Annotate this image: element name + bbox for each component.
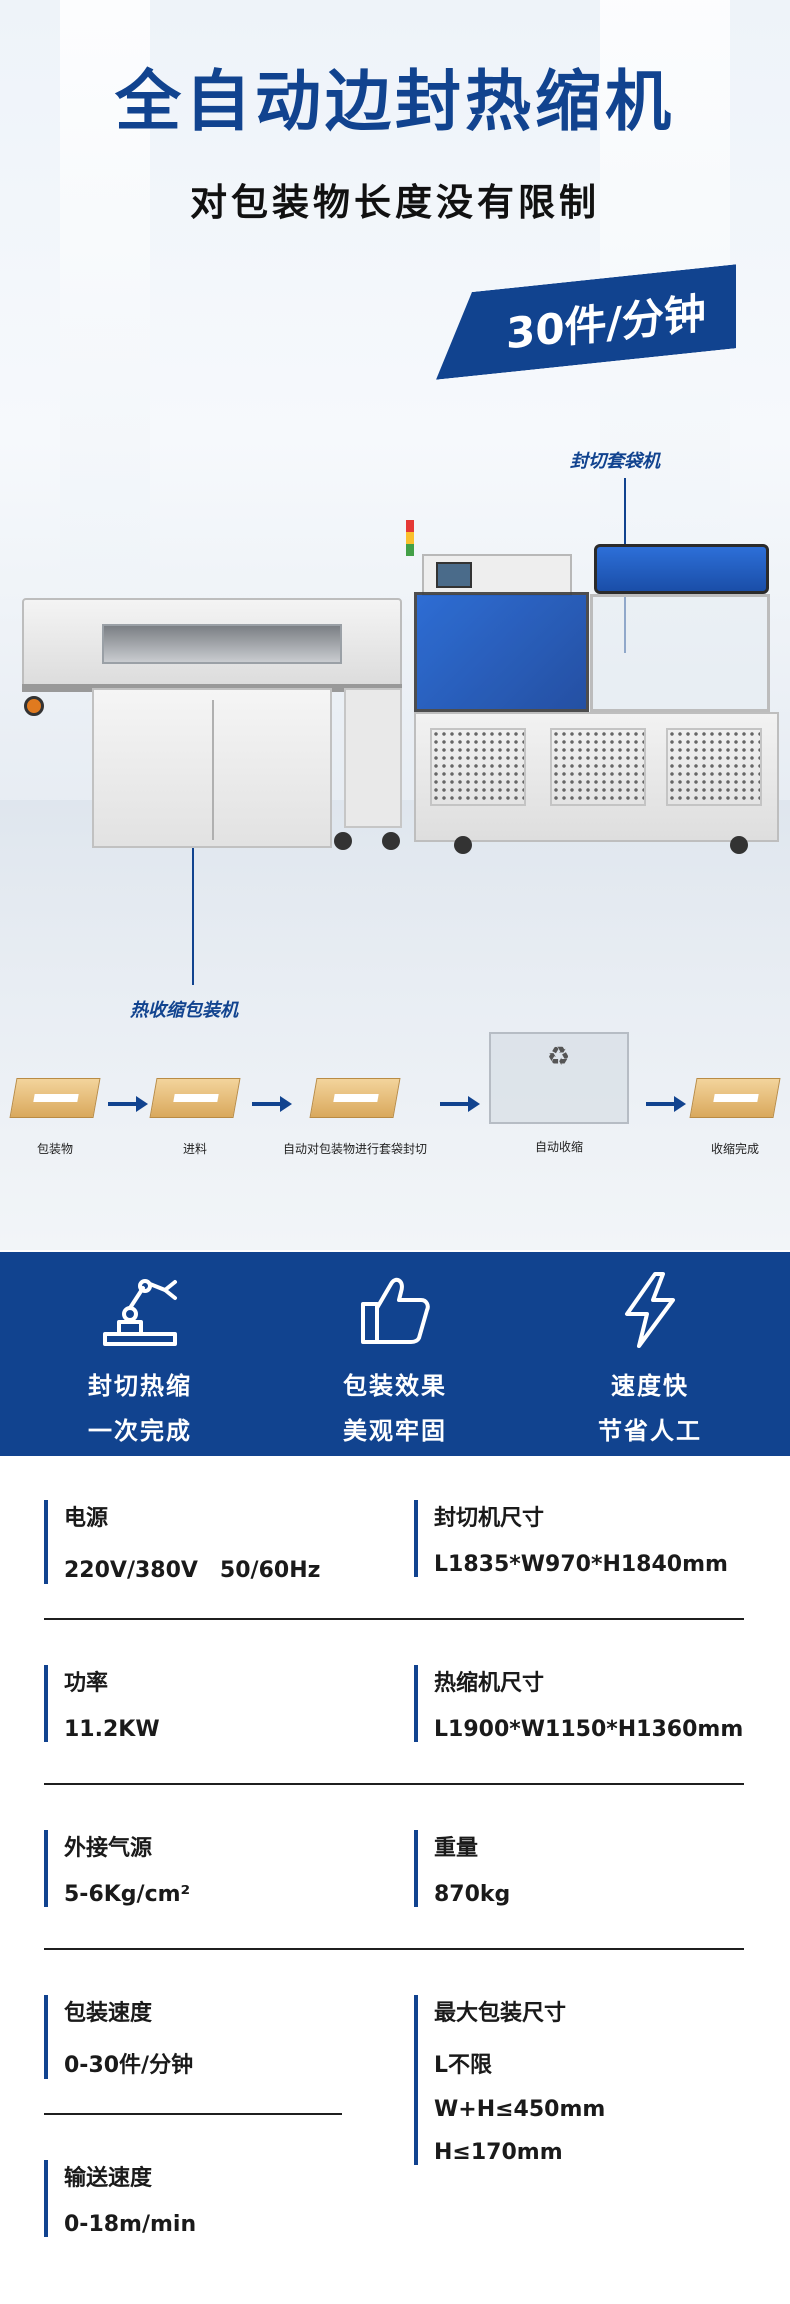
process-step: 收缩完成 bbox=[689, 1070, 781, 1157]
arrow-right-icon bbox=[440, 1096, 480, 1112]
vent-grille bbox=[430, 728, 526, 806]
sealer-machine-image bbox=[406, 520, 779, 854]
process-step: 包装物 bbox=[9, 1070, 101, 1157]
shrink-tunnel-machine-image bbox=[22, 598, 402, 850]
carton-box-icon bbox=[149, 1078, 241, 1118]
caster-wheel bbox=[730, 836, 748, 854]
spec-value-line: W+H≤450mm bbox=[434, 2097, 606, 2122]
spec-key: 输送速度 bbox=[64, 2166, 153, 2191]
film-roll-unit bbox=[594, 544, 769, 594]
arrow-right-icon bbox=[252, 1096, 292, 1112]
spec-convey-speed: 输送速度 0-18m/min bbox=[44, 2160, 196, 2237]
process-flow: 包装物 进料 自动对包装物进行套袋封切 ♻ 自动收缩 收缩完成 bbox=[0, 1032, 790, 1210]
caster-wheel bbox=[334, 832, 352, 850]
process-step-label: 包装物 bbox=[36, 1142, 73, 1156]
shrink-side-cabinet bbox=[344, 688, 402, 828]
feature-item: 封切热缩 一次完成 bbox=[30, 1270, 250, 1446]
caster-wheel bbox=[454, 836, 472, 854]
spec-key: 重量 bbox=[434, 1836, 479, 1861]
recycle-icon: ♻ bbox=[547, 1042, 571, 1072]
divider bbox=[44, 2113, 342, 2115]
divider bbox=[44, 1783, 744, 1785]
arrow-right-icon bbox=[108, 1096, 148, 1112]
vent-grille bbox=[550, 728, 646, 806]
carton-box-icon bbox=[309, 1078, 401, 1118]
spec-max-size: 最大包装尺寸 L不限 W+H≤450mm H≤170mm bbox=[414, 1995, 605, 2165]
feature-subtitle: 节省人工 bbox=[598, 1417, 702, 1445]
spec-key: 最大包装尺寸 bbox=[434, 2001, 567, 2026]
background-window bbox=[60, 0, 150, 640]
spec-key: 功率 bbox=[64, 1671, 109, 1696]
feature-item: 速度快 节省人工 bbox=[540, 1270, 760, 1446]
spec-key: 热缩机尺寸 bbox=[434, 1671, 545, 1696]
feature-title: 速度快 bbox=[611, 1372, 689, 1400]
spec-value: L1835*W970*H1840mm bbox=[434, 1552, 728, 1577]
spec-value-line: H≤170mm bbox=[434, 2140, 563, 2165]
callout-shrink: 热收缩包装机 bbox=[130, 1000, 238, 1021]
speed-badge-text: 30件/分钟 bbox=[506, 287, 706, 358]
cabinet-door-line bbox=[212, 700, 214, 840]
spec-value: 11.2KW bbox=[64, 1717, 160, 1742]
feature-subtitle: 美观牢固 bbox=[343, 1417, 447, 1445]
spec-key: 外接气源 bbox=[64, 1836, 153, 1861]
process-step-label: 自动收缩 bbox=[534, 1140, 583, 1154]
control-knob-icon bbox=[24, 696, 44, 716]
spec-key: 电源 bbox=[64, 1506, 109, 1531]
spec-power: 功率 11.2KW bbox=[44, 1665, 160, 1742]
sealing-hood bbox=[414, 592, 589, 712]
vent-grille bbox=[666, 728, 762, 806]
thumbs-up-icon bbox=[350, 1270, 440, 1350]
divider bbox=[44, 1618, 744, 1620]
spec-power-source: 电源 220V/380V 50/60Hz bbox=[44, 1500, 320, 1584]
arrow-right-icon bbox=[646, 1096, 686, 1112]
spec-key: 包装速度 bbox=[64, 2001, 153, 2026]
divider bbox=[44, 1948, 744, 1950]
spec-value: L1900*W1150*H1360mm bbox=[434, 1717, 744, 1742]
feature-title: 包装效果 bbox=[343, 1372, 447, 1400]
feature-title: 封切热缩 bbox=[88, 1372, 192, 1400]
spec-value: 0-30件/分钟 bbox=[64, 2053, 194, 2078]
feature-band: 封切热缩 一次完成 包装效果 美观牢固 速度快 节省人工 bbox=[0, 1252, 790, 1456]
spec-weight: 重量 870kg bbox=[414, 1830, 510, 1907]
spec-key: 封切机尺寸 bbox=[434, 1506, 545, 1531]
control-panel bbox=[422, 554, 572, 596]
carton-box-icon bbox=[689, 1078, 781, 1118]
sealing-frame bbox=[590, 594, 770, 712]
signal-tower-icon bbox=[406, 520, 414, 556]
caster-wheel bbox=[382, 832, 400, 850]
process-step-label: 收缩完成 bbox=[710, 1142, 759, 1156]
process-step: ♻ 自动收缩 bbox=[486, 1032, 632, 1155]
spec-value-line: L不限 bbox=[434, 2053, 493, 2078]
background-floor bbox=[0, 800, 790, 1250]
feature-item: 包装效果 美观牢固 bbox=[285, 1270, 505, 1446]
sealer-base-cabinet bbox=[414, 712, 779, 842]
spec-shrink-size: 热缩机尺寸 L1900*W1150*H1360mm bbox=[414, 1665, 743, 1742]
shrink-tunnel-icon: ♻ bbox=[489, 1032, 629, 1124]
touch-screen bbox=[436, 562, 472, 588]
spec-sealer-size: 封切机尺寸 L1835*W970*H1840mm bbox=[414, 1500, 728, 1577]
carton-box-icon bbox=[9, 1078, 101, 1118]
process-step: 进料 bbox=[149, 1070, 241, 1157]
page-subtitle: 对包装物长度没有限制 bbox=[190, 181, 600, 224]
process-step: 自动对包装物进行套袋封切 bbox=[270, 1070, 440, 1157]
callout-shrink-line bbox=[192, 825, 194, 985]
spec-value: 220V/380V 50/60Hz bbox=[64, 1558, 321, 1583]
spec-air: 外接气源 5-6Kg/cm² bbox=[44, 1830, 190, 1907]
spec-value: 5-6Kg/cm² bbox=[64, 1882, 191, 1907]
shrink-tunnel-window bbox=[102, 624, 342, 664]
spec-value: 870kg bbox=[434, 1882, 511, 1907]
spec-pack-speed: 包装速度 0-30件/分钟 bbox=[44, 1995, 193, 2079]
page-title: 全自动边封热缩机 bbox=[115, 63, 675, 140]
process-step-label: 进料 bbox=[182, 1142, 207, 1156]
spec-value: 0-18m/min bbox=[64, 2212, 197, 2237]
feature-subtitle: 一次完成 bbox=[88, 1417, 192, 1445]
shrink-cabinet bbox=[92, 688, 332, 848]
process-step-label: 自动对包装物进行套袋封切 bbox=[282, 1142, 427, 1156]
lightning-icon bbox=[605, 1270, 695, 1350]
hero-section: 全自动边封热缩机 对包装物长度没有限制 30件/分钟 封切套袋机 热收缩包装机 bbox=[0, 0, 790, 1250]
robot-arm-icon bbox=[95, 1270, 185, 1350]
callout-sealer: 封切套袋机 bbox=[570, 451, 660, 472]
